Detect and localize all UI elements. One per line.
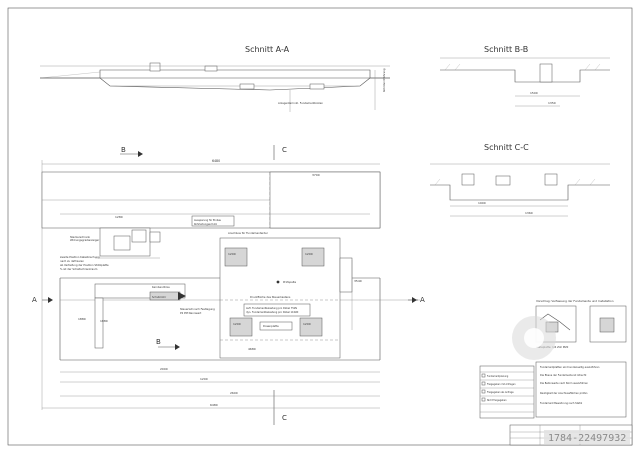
section-b-b: Schnitt B-B 1500 1350	[440, 45, 610, 107]
svg-text:Aufl. Fundamentbelastung pro D: Aufl. Fundamentbelastung pro Dübel 75kN	[246, 307, 297, 310]
svg-text:Rohrleitungsschutz: Rohrleitungsschutz	[194, 223, 218, 226]
svg-text:Fundament Bewehrung nach Stati: Fundament Bewehrung nach Statik	[540, 402, 583, 405]
svg-text:Freigegeben mit Anfragen: Freigegeben mit Anfragen	[487, 383, 516, 386]
revision-block: Fundamentplanung Freigegeben mit Anfrage…	[479, 365, 535, 419]
pad-label-tl: 1200	[228, 252, 236, 256]
svg-text:Die Ebene der Fundamente ist l: Die Ebene der Fundamente ist lotrecht	[540, 374, 586, 377]
svg-text:1280: 1280	[115, 215, 123, 219]
svg-text:1350: 1350	[548, 101, 556, 105]
svg-text:6480: 6480	[210, 403, 218, 407]
cut-mark-c-bottom: C	[282, 414, 287, 422]
cut-mark-a-left: A	[32, 296, 37, 304]
svg-text:Steuerleit nach Festlegung: Steuerleit nach Festlegung	[180, 307, 215, 311]
svg-text:3540: 3540	[354, 279, 362, 283]
svg-text:Die Betonwerte nach Norm auszu: Die Betonwerte nach Norm auszuführen	[540, 382, 588, 385]
note-anschluss: Anschluss für Fundamenterder	[228, 231, 269, 235]
detail-title: Vorschlag: Verfassung der Fundamente und…	[536, 299, 614, 303]
svg-text:Kernbandlinie: Kernbandlinie	[152, 285, 170, 289]
svg-text:1360: 1360	[525, 211, 533, 215]
svg-text:P2 PM Nennwert: P2 PM Nennwert	[180, 311, 201, 315]
cut-mark-a-right: A	[420, 296, 425, 304]
svg-text:Freigegeben als Anfrage: Freigegeben als Anfrage	[487, 391, 514, 394]
dim-d2: 1200	[200, 377, 208, 381]
section-a-a-title: Schnitt A-A	[245, 45, 290, 54]
svg-text:nach zu definieren: nach zu definieren	[60, 259, 84, 263]
watermark: 1784-22497932	[512, 316, 630, 444]
cut-mark-b-top: B	[121, 146, 126, 154]
svg-text:Fundamentplatten sind kundense: Fundamentplatten sind kundenseitig auszu…	[540, 366, 600, 369]
section-c-c-title: Schnitt C-C	[484, 143, 529, 152]
svg-text:Rohrdurchführung: Rohrdurchführung	[382, 68, 386, 92]
svg-text:% ist der Schaltschrankraum: % ist der Schaltschrankraum	[60, 267, 98, 271]
svg-text:Wirkungsgradanzeiger: Wirkungsgradanzeiger	[70, 238, 100, 242]
svg-text:4680: 4680	[248, 347, 256, 351]
section-c-c: Schnitt C-C 1900 1360	[430, 143, 610, 217]
section-a-a: Schnitt A-A Anlagenteil inkl. Fundamentb…	[39, 45, 390, 112]
detail-block: Vorschlag: Verfassung der Fundamente und…	[535, 299, 627, 418]
svg-text:dyn. Fundamentbelastung pro Dü: dyn. Fundamentbelastung pro Dübel 110kN	[246, 311, 298, 314]
svg-text:3700: 3700	[312, 173, 320, 177]
cut-mark-c-top: C	[282, 146, 287, 154]
svg-text:Aussparung für Einbau: Aussparung für Einbau	[194, 219, 222, 222]
svg-text:ab Vertiefung der Position Stü: ab Vertiefung der Position Stützplatte	[60, 263, 109, 267]
svg-text:Steckerschrank: Steckerschrank	[70, 235, 90, 239]
svg-text:1880: 1880	[100, 319, 108, 323]
svg-text:Druckfläche des Steuerkastens: Druckfläche des Steuerkastens	[250, 295, 291, 299]
svg-text:1900: 1900	[478, 201, 486, 205]
svg-text:Nicht freigegeben: Nicht freigegeben	[487, 399, 507, 402]
svg-text:Anlagenteil inkl. Fundamentbol: Anlagenteil inkl. Fundamentbolzen	[278, 101, 323, 105]
dim-d1: 2000	[160, 367, 168, 371]
svg-text:Rauhigkeit der Anschlussfläche: Rauhigkeit der Anschlussflächen prüfen	[540, 392, 588, 395]
watermark-id: 1784-22497932	[548, 433, 626, 444]
svg-text:Prüfspalte: Prüfspalte	[283, 280, 296, 284]
svg-text:1200: 1200	[233, 322, 241, 326]
plan-view: 6480 1280 3700 B C Steckerschrank Wirkun…	[32, 145, 425, 425]
dim-d3: 2600	[230, 391, 238, 395]
dim-overall: 6480	[212, 159, 220, 163]
svg-text:1500: 1500	[530, 91, 538, 95]
svg-text:1200: 1200	[305, 252, 313, 256]
svg-text:zweite Position Kabelbrechung: zweite Position Kabelbrechung	[60, 255, 100, 259]
sheet-frame	[7, 7, 633, 446]
svg-text:Fundamentplanung: Fundamentplanung	[487, 375, 509, 378]
svg-text:1200: 1200	[303, 322, 311, 326]
cut-mark-b-bottom: B	[156, 338, 161, 346]
section-b-b-title: Schnitt B-B	[484, 45, 528, 54]
svg-text:1880: 1880	[78, 317, 86, 321]
svg-text:Schutzrohr: Schutzrohr	[152, 295, 167, 299]
note-dosenplatte: Dosenplatte	[263, 324, 279, 328]
